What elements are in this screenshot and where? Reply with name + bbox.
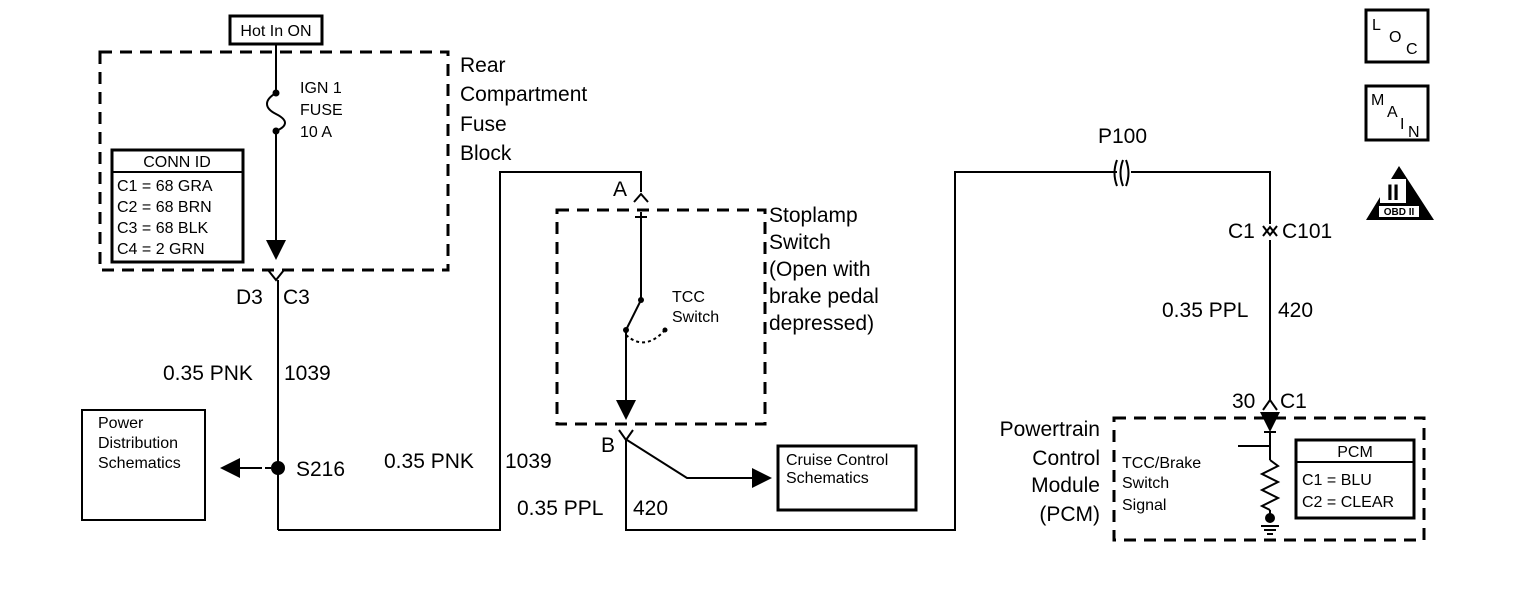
svg-text:A: A: [1387, 104, 1398, 121]
svg-text:Fuse: Fuse: [460, 113, 507, 136]
svg-text:I: I: [1400, 116, 1404, 133]
tcc-switch-blade: [625, 299, 642, 331]
svg-text:O: O: [1389, 29, 1401, 46]
svg-text:M: M: [1371, 92, 1384, 109]
svg-text:C1: C1: [1228, 220, 1255, 243]
svg-text:30: 30: [1232, 390, 1255, 413]
svg-text:Rear: Rear: [460, 54, 506, 77]
ign1-fuse: [266, 92, 286, 132]
svg-text:TCC/Brake: TCC/Brake: [1122, 455, 1201, 472]
svg-text:S216: S216: [296, 458, 345, 481]
svg-text:depressed): depressed): [769, 312, 874, 335]
pcm-connector-table: PCM C1 = BLU C2 = CLEAR: [1294, 438, 1416, 520]
svg-text:TCC: TCC: [672, 289, 705, 306]
svg-text:II: II: [1387, 180, 1399, 205]
svg-text:P100: P100: [1098, 125, 1147, 148]
svg-text:Block: Block: [460, 142, 512, 165]
svg-text:Cruise Control: Cruise Control: [786, 452, 888, 469]
svg-text:B: B: [601, 434, 615, 457]
svg-text:CONN ID: CONN ID: [143, 154, 211, 171]
power-distribution-schematics-box[interactable]: Power Distribution Schematics: [81, 409, 206, 521]
svg-text:D3: D3: [236, 286, 263, 309]
svg-text:C1 = 68 GRA: C1 = 68 GRA: [117, 178, 213, 195]
svg-text:(Open with: (Open with: [769, 258, 871, 281]
pcm-boundary: [1112, 416, 1426, 542]
hot-in-on-label: Hot In ON: [228, 14, 324, 46]
svg-text:Stoplamp: Stoplamp: [769, 204, 858, 227]
splice-s216: [271, 461, 285, 475]
svg-text:IGN 1: IGN 1: [300, 80, 342, 97]
svg-text:Control: Control: [1032, 447, 1100, 470]
pass-through-p100: [1113, 159, 1131, 187]
svg-text:Powertrain: Powertrain: [1000, 418, 1100, 441]
svg-text:420: 420: [1278, 299, 1313, 322]
main-icon[interactable]: M A I N: [1364, 84, 1430, 142]
svg-text:C3 = 68 BLK: C3 = 68 BLK: [117, 220, 209, 237]
svg-text:0.35 PNK: 0.35 PNK: [384, 450, 474, 473]
svg-text:Hot In ON: Hot In ON: [240, 23, 311, 40]
svg-text:Switch: Switch: [1122, 475, 1169, 492]
stoplamp-switch-label: Stoplamp Switch (Open with brake pedal d…: [769, 204, 879, 335]
connector-c101: [1262, 225, 1278, 237]
svg-text:420: 420: [633, 497, 668, 520]
wire-420: [625, 171, 1271, 531]
svg-text:brake pedal: brake pedal: [769, 285, 879, 308]
fuse-block-label: Rear Compartment Fuse Block: [460, 54, 587, 165]
svg-text:Schematics: Schematics: [786, 470, 869, 487]
svg-text:C2 = CLEAR: C2 = CLEAR: [1302, 494, 1394, 511]
svg-text:1039: 1039: [505, 450, 552, 473]
tcc-switch-label: TCC Switch: [672, 289, 719, 326]
svg-text:1039: 1039: [284, 362, 331, 385]
svg-text:Switch: Switch: [769, 231, 831, 254]
svg-text:Power: Power: [98, 415, 144, 432]
svg-text:Module: Module: [1031, 474, 1100, 497]
wire-1039-loop: [278, 171, 642, 531]
svg-text:(PCM): (PCM): [1039, 503, 1100, 526]
tcc-brake-signal-label: TCC/Brake Switch Signal: [1122, 455, 1201, 514]
svg-text:C101: C101: [1282, 220, 1332, 243]
svg-text:L: L: [1372, 17, 1381, 34]
svg-text:N: N: [1408, 124, 1420, 141]
fuse-label: IGN 1 FUSE 10 A: [300, 80, 343, 141]
svg-text:0.35 PPL: 0.35 PPL: [517, 497, 603, 520]
svg-text:C2 = 68 BRN: C2 = 68 BRN: [117, 199, 212, 216]
svg-text:C: C: [1406, 41, 1418, 58]
svg-text:Schematics: Schematics: [98, 455, 181, 472]
stoplamp-switch-boundary: [555, 208, 767, 426]
connector-pcm-c1: [1262, 398, 1278, 411]
loc-icon[interactable]: L O C: [1364, 8, 1430, 64]
svg-text:PCM: PCM: [1337, 444, 1373, 461]
svg-text:10 A: 10 A: [300, 124, 332, 141]
svg-text:Compartment: Compartment: [460, 83, 587, 106]
svg-text:C3: C3: [283, 286, 310, 309]
svg-text:Signal: Signal: [1122, 497, 1166, 514]
svg-text:Distribution: Distribution: [98, 435, 178, 452]
cruise-control-schematics-box[interactable]: Cruise Control Schematics: [776, 444, 918, 512]
obd-ii-icon[interactable]: II OBD II: [1366, 166, 1434, 220]
svg-text:FUSE: FUSE: [300, 102, 343, 119]
fuse-block-boundary: [98, 50, 450, 272]
svg-text:C4 = 2 GRN: C4 = 2 GRN: [117, 241, 205, 258]
svg-text:C1: C1: [1280, 390, 1307, 413]
svg-text:0.35 PPL: 0.35 PPL: [1162, 299, 1248, 322]
svg-text:Switch: Switch: [672, 309, 719, 326]
svg-text:OBD II: OBD II: [1384, 207, 1415, 218]
ground-icon: [1261, 525, 1279, 535]
svg-text:A: A: [613, 178, 627, 201]
conn-id-table: CONN ID C1 = 68 GRA C2 = 68 BRN C3 = 68 …: [110, 148, 245, 264]
connector-d3-c3: [267, 269, 285, 282]
powertrain-label: Powertrain Control Module (PCM): [1000, 418, 1100, 526]
svg-text:0.35 PNK: 0.35 PNK: [163, 362, 253, 385]
svg-text:C1 = BLU: C1 = BLU: [1302, 472, 1372, 489]
pull-down-resistor: [1259, 459, 1281, 511]
